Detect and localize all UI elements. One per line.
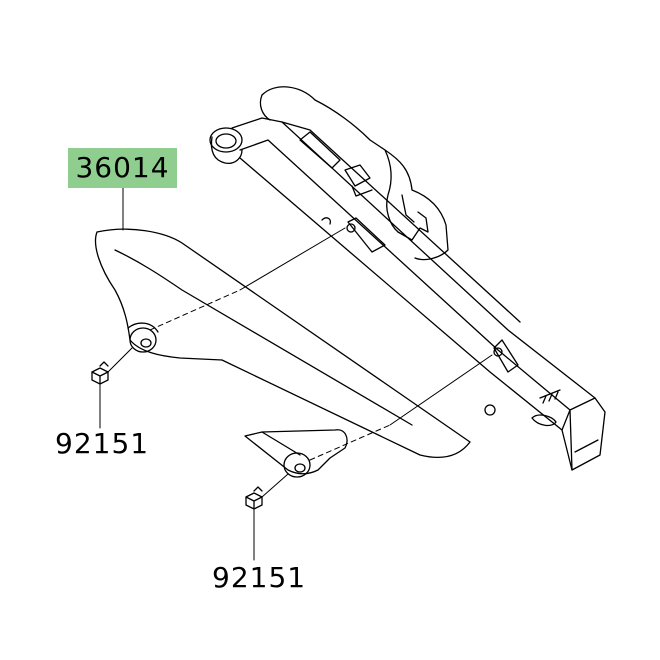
part-number-36014-label: 36014	[68, 148, 177, 188]
adjuster-slot	[531, 414, 557, 427]
front-mount-boss	[129, 327, 157, 353]
rear-mount-boss	[283, 452, 311, 478]
chain-guard	[94, 228, 471, 475]
rear-bracket	[493, 339, 519, 373]
upper-bracket	[347, 217, 386, 253]
bolt-left	[91, 361, 109, 385]
part-number-text: 36014	[75, 151, 170, 184]
pivot-tube-end	[209, 127, 243, 153]
bolt-right	[245, 486, 263, 510]
leader-lines	[99, 187, 493, 561]
swingarm	[209, 117, 606, 471]
part-number-92151-right-label: 92151	[212, 561, 307, 594]
frame-outline	[259, 86, 449, 261]
part-number-92151-left-label: 92151	[55, 427, 150, 460]
